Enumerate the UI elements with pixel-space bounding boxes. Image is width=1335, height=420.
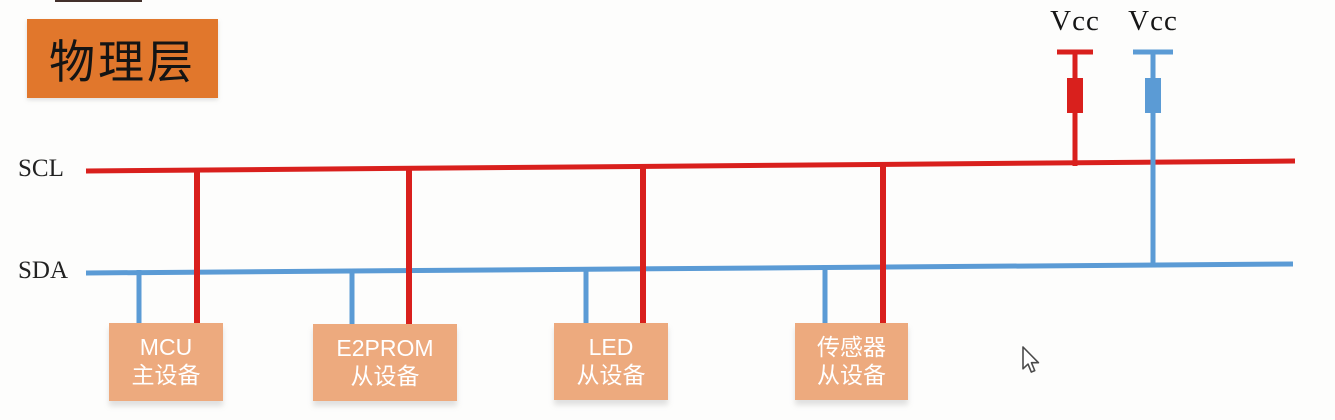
sda-bus-label: SDA	[18, 257, 69, 284]
device-name: 传感器	[817, 333, 886, 360]
device-role: 从设备	[817, 361, 886, 388]
sda-pullup-body	[1145, 78, 1161, 113]
vcc-label-sda: Vcc	[1128, 5, 1178, 37]
device-box-led: LED 从设备	[554, 323, 668, 400]
top-edge-artifact-line	[55, 0, 142, 2]
sda-pullup-resistor	[1133, 49, 1173, 267]
device-name: LED	[588, 333, 634, 360]
device-role: 从设备	[576, 361, 646, 388]
sda-bus-line	[85, 261, 1294, 276]
scl-pullup-body	[1067, 78, 1083, 113]
device-box-e2prom: E2PROM 从设备	[313, 324, 457, 401]
device-role: 主设备	[131, 362, 201, 388]
arrow-pointer-icon	[1022, 346, 1040, 373]
device-name: E2PROM	[336, 334, 434, 361]
title-box: 物理层	[27, 19, 218, 98]
device-name: MCU	[139, 334, 193, 361]
device-box-mcu: MCU 主设备	[109, 323, 223, 401]
device-box-sensor: 传感器 从设备	[795, 323, 908, 400]
vcc-label-scl: Vcc	[1050, 5, 1100, 37]
scl-pullup-resistor	[1057, 49, 1093, 166]
scl-bus-label: SCL	[18, 155, 64, 182]
scl-bus-line	[85, 158, 1296, 174]
device-role: 从设备	[350, 362, 420, 389]
page-title: 物理层	[49, 34, 196, 89]
